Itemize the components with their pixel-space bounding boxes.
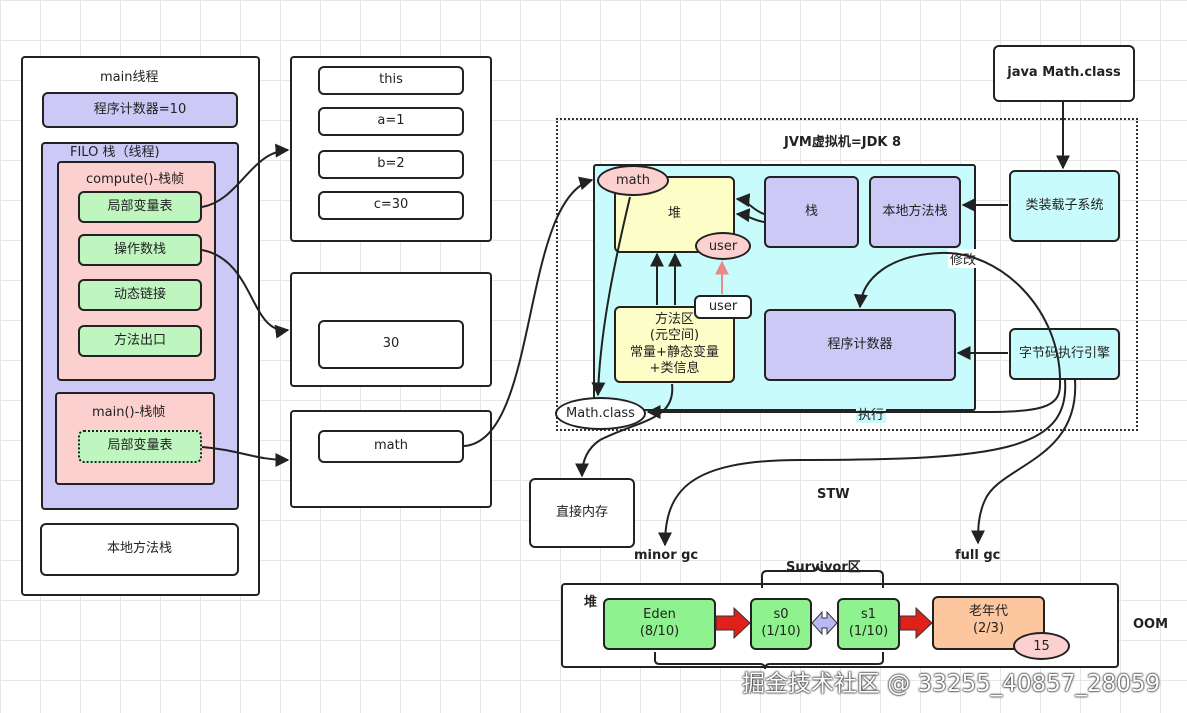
full-gc-label: full gc bbox=[955, 548, 1001, 563]
arrow-mainvars-to-math bbox=[201, 446, 290, 467]
s1-box: s1 (1/10) bbox=[837, 598, 900, 650]
dynamic-link-box: 动态链接 bbox=[78, 279, 202, 311]
user-ellipse: user bbox=[695, 232, 751, 260]
bytecode-engine-label: 字节码执行引擎 bbox=[1018, 345, 1110, 361]
method-area-line-4: +类信息 bbox=[649, 360, 700, 376]
method-exit-box: 方法出口 bbox=[78, 325, 202, 357]
program-counter-box: 程序计数器=10 bbox=[42, 92, 238, 128]
s1-name: s1 bbox=[860, 607, 877, 623]
arrow-s0-s1-swap bbox=[811, 610, 838, 636]
arrow-method-to-direct bbox=[575, 383, 674, 478]
main-thread-title: main线程 bbox=[100, 70, 159, 85]
arrow-math-to-heap bbox=[463, 176, 594, 447]
stack-box: 栈 bbox=[764, 176, 859, 248]
math-var-box: math bbox=[318, 430, 464, 463]
jvm-title: JVM虚拟机=JDK 8 bbox=[784, 135, 902, 150]
eden-box: Eden (8/10) bbox=[603, 598, 716, 650]
arrow-minor-gc bbox=[658, 379, 1067, 547]
var-this: this bbox=[318, 66, 464, 95]
main-frame-title: main()-栈帧 bbox=[92, 405, 166, 420]
eden-name: Eden bbox=[643, 607, 676, 623]
compute-local-vars-box: 局部变量表 bbox=[78, 191, 202, 223]
arrow-eden-to-s0 bbox=[715, 606, 751, 640]
eden-ratio: (8/10) bbox=[639, 624, 680, 639]
operand-value-box: 30 bbox=[318, 320, 464, 369]
main-local-vars-box: 局部变量表 bbox=[78, 430, 202, 463]
operand-stack-box: 操作数栈 bbox=[78, 234, 202, 266]
filo-stack-title: FILO 栈（线程) bbox=[70, 145, 160, 160]
method-area-line-1: 方法区 bbox=[654, 312, 694, 327]
s0-name: s0 bbox=[773, 607, 789, 623]
stw-label: STW bbox=[817, 487, 850, 502]
survivor-brace-top bbox=[761, 565, 884, 588]
s1-ratio: (1/10) bbox=[848, 624, 889, 639]
method-area-line-3: 常量+静态变量 bbox=[630, 344, 719, 360]
arrow-full-gc bbox=[971, 379, 1077, 545]
math-ellipse: math bbox=[597, 165, 669, 196]
java-class-box: java Math.class bbox=[993, 45, 1135, 102]
direct-memory-box: 直接内存 bbox=[529, 478, 635, 548]
old-gen-name: 老年代 bbox=[968, 604, 1008, 619]
minor-gc-label: minor gc bbox=[634, 548, 699, 563]
math-class-ellipse: Math.class bbox=[555, 397, 646, 430]
arrow-operand-to-value bbox=[201, 249, 290, 339]
method-area-line-2: (元空间) bbox=[649, 328, 700, 344]
var-c: c=30 bbox=[318, 191, 464, 220]
s0-ratio: (1/10) bbox=[761, 624, 801, 639]
old-gen-ratio: (2/3) bbox=[972, 620, 1005, 636]
watermark: 掘金技术社区 @ 33255_40857_28059 bbox=[742, 671, 1161, 697]
user-box: user bbox=[694, 295, 752, 319]
var-a: a=1 bbox=[318, 107, 464, 136]
jvm-native-stack-box: 本地方法栈 bbox=[869, 176, 961, 248]
gc-heap-label: 堆 bbox=[584, 595, 598, 610]
jvm-dotted-border bbox=[556, 118, 1138, 431]
arrow-heap-to-mathclass bbox=[591, 196, 631, 397]
arrow-execute bbox=[646, 384, 1061, 419]
arrow-stack-to-heap-1 bbox=[735, 193, 765, 215]
oom-label: OOM bbox=[1133, 617, 1169, 632]
s0-box: s0 (1/10) bbox=[750, 598, 812, 650]
var-b: b=2 bbox=[318, 150, 464, 179]
survivor-brace-bottom bbox=[654, 652, 884, 670]
arrow-s1-to-old bbox=[899, 606, 933, 640]
jvm-program-counter-box: 程序计数器 bbox=[764, 309, 956, 381]
compute-frame-title: compute()-栈帧 bbox=[86, 172, 185, 187]
arrow-localvars-to-vars bbox=[201, 143, 290, 208]
arrow-modify bbox=[853, 251, 1062, 386]
age-ellipse: 15 bbox=[1013, 632, 1070, 660]
arrow-stack-to-heap-2 bbox=[735, 208, 765, 223]
left-native-stack-box: 本地方法栈 bbox=[40, 523, 239, 576]
bytecode-engine-box: 字节码执行引擎 bbox=[1009, 328, 1120, 380]
classloader-box: 类装载子系统 bbox=[1009, 170, 1120, 242]
